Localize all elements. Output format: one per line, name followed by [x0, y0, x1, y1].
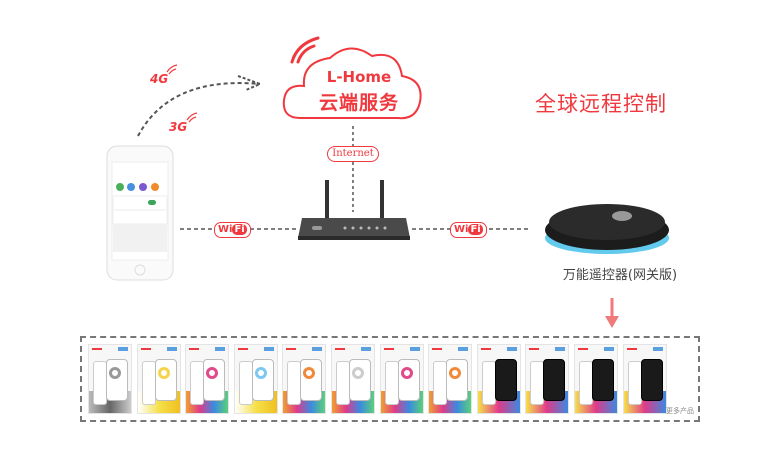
color-ring — [449, 367, 462, 379]
logo-mark — [361, 347, 371, 351]
product-card[interactable] — [525, 344, 570, 414]
logo-mark — [652, 347, 663, 351]
headline: 全球远程控制 — [535, 92, 667, 116]
arrow-down-icon — [605, 316, 619, 328]
product-card[interactable] — [379, 344, 424, 414]
wifi-i: i — [229, 224, 233, 235]
logo-mark — [215, 347, 226, 351]
color-ring — [206, 367, 219, 379]
remote-holder — [93, 361, 107, 405]
network-3g-label: 3G — [169, 120, 188, 134]
remote-image — [543, 359, 566, 401]
product-card[interactable] — [476, 344, 521, 414]
remote-holder — [627, 361, 642, 405]
product-card[interactable] — [282, 344, 327, 414]
brand-mark — [140, 348, 151, 350]
remote-holder — [336, 361, 350, 405]
product-card[interactable] — [622, 344, 667, 414]
smartphone-image — [106, 145, 174, 281]
color-ring — [254, 367, 267, 379]
brand-mark — [286, 348, 297, 350]
remote-image — [203, 359, 226, 401]
remote-holder — [287, 361, 302, 405]
gateway-label: 万能遥控器(网关版) — [562, 268, 678, 283]
cloud-service-title: L-Home — [326, 68, 392, 86]
remote-image — [349, 359, 371, 401]
more-products-link[interactable]: 更多产品 — [666, 407, 694, 415]
brand-mark — [383, 348, 394, 350]
color-ring — [303, 367, 316, 379]
cloud-icon — [282, 47, 422, 120]
logo-mark — [604, 347, 614, 351]
internet-badge: Internet — [327, 146, 379, 162]
product-strip: 更多产品 — [80, 336, 700, 422]
wifi-fi: Fi — [468, 224, 483, 235]
remote-holder — [433, 361, 448, 405]
wifi-w: W — [454, 224, 466, 235]
logo-mark — [118, 347, 128, 351]
color-ring — [400, 367, 413, 379]
wifi-w: W — [218, 224, 230, 235]
remote-image — [446, 359, 469, 401]
wifi-i: i — [465, 224, 469, 235]
logo-mark — [409, 347, 420, 351]
network-4g-label: 4G — [150, 72, 169, 86]
product-card[interactable] — [185, 344, 230, 414]
color-ring — [109, 367, 121, 379]
remote-image — [494, 359, 517, 401]
remote-holder — [579, 361, 593, 405]
brand-mark — [529, 348, 540, 350]
remote-image — [640, 359, 663, 401]
logo-mark — [458, 347, 469, 351]
cloud-signal-icon — [290, 36, 320, 64]
remote-holder — [530, 361, 545, 405]
brand-mark — [189, 348, 200, 350]
brand-mark — [432, 348, 443, 350]
brand-mark — [480, 348, 491, 350]
wifi-fi: Fi — [232, 224, 247, 235]
remote-holder — [384, 361, 399, 405]
product-card[interactable] — [574, 344, 618, 414]
cloud-service-subtitle: 云端服务 — [318, 92, 399, 114]
product-card[interactable] — [136, 344, 181, 414]
brand-mark — [626, 348, 637, 350]
router-image — [298, 180, 410, 240]
brand-mark — [237, 348, 248, 350]
remote-image — [251, 359, 274, 401]
logo-mark — [555, 347, 566, 351]
mobile-link-arc — [137, 82, 261, 137]
logo-mark — [506, 347, 517, 351]
product-card[interactable] — [88, 344, 132, 414]
remote-holder — [141, 361, 156, 405]
product-card[interactable] — [331, 344, 375, 414]
remote-image — [397, 359, 420, 401]
remote-holder — [190, 361, 205, 405]
gateway-device-image — [545, 204, 669, 254]
remote-image — [106, 359, 128, 401]
logo-mark — [166, 347, 177, 351]
brand-mark — [335, 348, 345, 350]
color-ring — [157, 367, 170, 379]
logo-mark — [312, 347, 323, 351]
remote-holder — [481, 361, 496, 405]
product-card[interactable] — [428, 344, 473, 414]
brand-mark — [92, 348, 102, 350]
remote-image — [154, 359, 177, 401]
remote-image — [300, 359, 323, 401]
brand-mark — [578, 348, 588, 350]
logo-mark — [263, 347, 274, 351]
product-card[interactable] — [233, 344, 278, 414]
remote-holder — [238, 361, 253, 405]
remote-image — [592, 359, 614, 401]
color-ring — [352, 367, 364, 379]
